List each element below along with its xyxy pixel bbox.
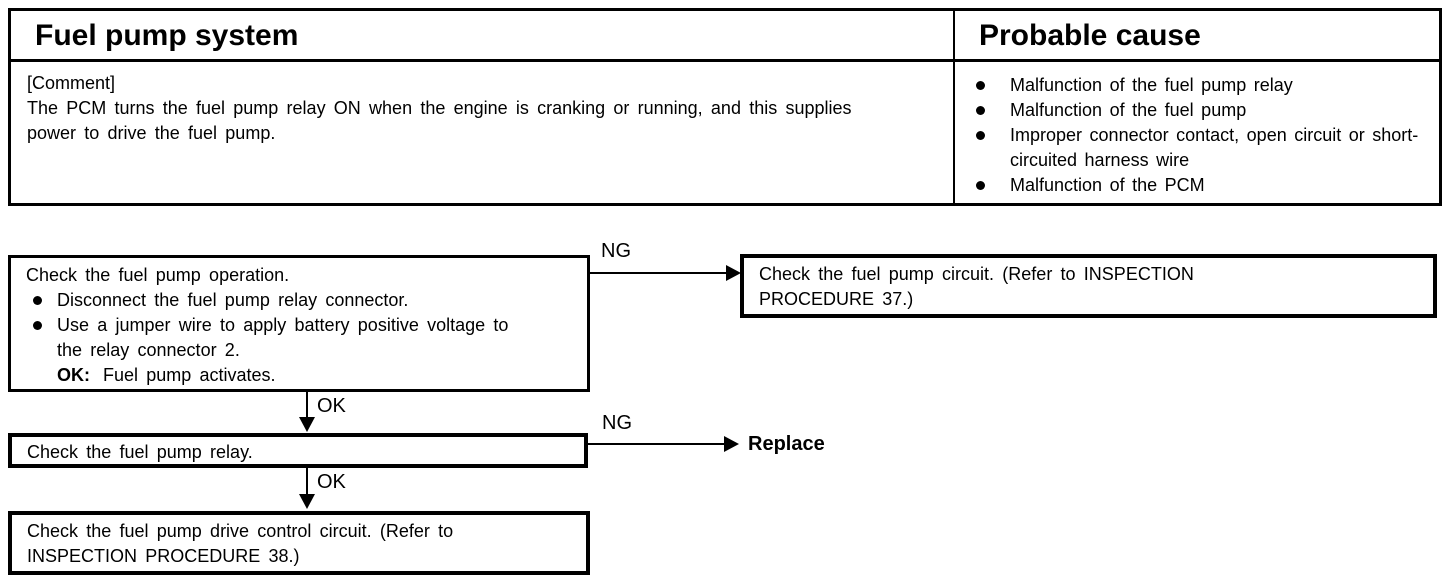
bullet-icon <box>976 131 985 140</box>
ok-connector-1-arrowhead-icon <box>299 417 315 432</box>
flow-step-3-box: Check the fuel pump drive control circui… <box>8 511 590 575</box>
flow-step-2-box: Check the fuel pump relay. <box>8 433 588 468</box>
cause-text: Malfunction of the fuel pump relay <box>1010 75 1293 95</box>
ng-result-1-line-1: Check the fuel pump circuit. (Refer to I… <box>759 264 1194 284</box>
cause-item: Malfunction of the PCM <box>955 173 1433 198</box>
ok-condition-text: Fuel pump activates. <box>103 365 276 385</box>
ng-result-2-text: Replace <box>748 433 825 455</box>
bullet-icon <box>976 181 985 190</box>
comment-label: [Comment] <box>27 73 116 93</box>
cause-text: Malfunction of the fuel pump <box>1010 100 1247 120</box>
ng-result-1-line-2: PROCEDURE 37.) <box>759 289 914 309</box>
bullet-icon <box>976 81 985 90</box>
ng-result-1-box: Check the fuel pump circuit. (Refer to I… <box>740 254 1437 318</box>
step-1-ok-condition: OK: Fuel pump activates. <box>57 363 581 388</box>
system-title: Fuel pump system <box>11 11 955 62</box>
ng-connector-1-line <box>590 272 727 274</box>
ok-label-1: OK <box>317 395 346 417</box>
ok-connector-1-line <box>306 392 308 419</box>
step-2-title: Check the fuel pump relay. <box>27 442 253 462</box>
ng-label-2: NG <box>602 412 632 434</box>
step-3-line-1: Check the fuel pump drive control circui… <box>27 521 454 541</box>
ng-label-1: NG <box>601 240 631 262</box>
cause-item: Improper connector contact, open circuit… <box>955 123 1433 173</box>
ng-connector-2-arrowhead-icon <box>724 436 739 452</box>
ok-connector-2-line <box>306 468 308 496</box>
ok-label-2: OK <box>317 471 346 493</box>
comment-line-2: power to drive the fuel pump. <box>27 123 276 143</box>
bullet-icon <box>976 106 985 115</box>
comment-line-1: The PCM turns the fuel pump relay ON whe… <box>27 98 852 118</box>
flow-step-1-box: Check the fuel pump operation. Disconnec… <box>8 255 590 392</box>
bullet-icon <box>33 321 42 330</box>
spec-table: Fuel pump system Probable cause [Comment… <box>8 8 1442 206</box>
bullet-icon <box>33 296 42 305</box>
cause-text: Improper connector contact, open circuit… <box>1010 125 1419 170</box>
probable-cause-cell: Malfunction of the fuel pump relay Malfu… <box>955 62 1439 203</box>
step-1-bullet-1-text: Disconnect the fuel pump relay connector… <box>57 290 409 310</box>
step-1-bullet-2: Use a jumper wire to apply battery posit… <box>26 313 581 363</box>
step-1-bullet-1: Disconnect the fuel pump relay connector… <box>26 288 581 313</box>
step-1-bullet-2-line-2: the relay connector 2. <box>57 340 240 360</box>
ng-connector-1-arrowhead-icon <box>726 265 741 281</box>
step-3-line-2: INSPECTION PROCEDURE 38.) <box>27 546 300 566</box>
probable-cause-title: Probable cause <box>955 11 1439 62</box>
cause-list: Malfunction of the fuel pump relay Malfu… <box>955 73 1433 198</box>
cause-item: Malfunction of the fuel pump <box>955 98 1433 123</box>
cause-text: Malfunction of the PCM <box>1010 175 1205 195</box>
cause-item: Malfunction of the fuel pump relay <box>955 73 1433 98</box>
ok-condition-label: OK: <box>57 365 90 385</box>
ok-connector-2-arrowhead-icon <box>299 494 315 509</box>
step-1-bullet-2-line-1: Use a jumper wire to apply battery posit… <box>57 315 509 335</box>
step-1-title: Check the fuel pump operation. <box>26 265 290 285</box>
ng-connector-2-line <box>588 443 725 445</box>
comment-cell: [Comment] The PCM turns the fuel pump re… <box>11 62 955 203</box>
